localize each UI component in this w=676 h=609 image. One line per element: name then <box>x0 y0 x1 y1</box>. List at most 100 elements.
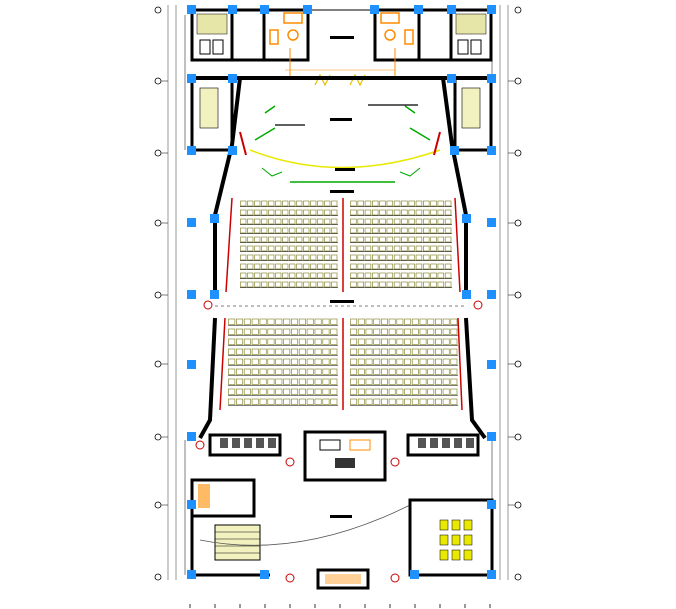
right-booth-row <box>406 433 480 457</box>
seat <box>404 398 412 405</box>
seat <box>357 368 365 375</box>
column <box>487 146 496 155</box>
seat <box>254 272 261 279</box>
seat <box>357 358 365 365</box>
seat <box>423 218 430 225</box>
seat <box>450 328 458 335</box>
seat <box>404 358 412 365</box>
seat <box>331 263 338 270</box>
booth-unit <box>220 438 228 448</box>
seat <box>444 209 452 216</box>
seat <box>275 398 283 405</box>
seat <box>437 254 445 261</box>
booth-unit <box>268 438 276 448</box>
seat <box>365 348 373 355</box>
seat <box>365 388 373 395</box>
lower-left-room <box>190 478 256 518</box>
column <box>210 214 219 223</box>
seat <box>310 245 317 252</box>
columns <box>187 5 496 579</box>
seat <box>423 272 430 279</box>
seat <box>423 236 430 243</box>
seat <box>247 218 254 225</box>
seat <box>310 200 317 207</box>
seat <box>411 348 419 355</box>
seat <box>296 236 303 243</box>
seat <box>282 200 289 207</box>
seat <box>282 236 289 243</box>
seat <box>411 368 419 375</box>
seat <box>419 368 427 375</box>
seat <box>430 236 437 243</box>
seat <box>322 338 330 345</box>
seat <box>396 318 404 325</box>
seat <box>324 281 331 288</box>
bottom-block <box>190 430 494 590</box>
seat <box>331 200 338 207</box>
seat <box>240 200 247 207</box>
top-left-toilet-stall <box>212 39 224 55</box>
seat <box>259 368 267 375</box>
seat <box>240 218 247 225</box>
seat <box>267 358 275 365</box>
seat <box>282 263 289 270</box>
seat <box>444 272 452 279</box>
grid-leaders <box>161 80 515 506</box>
seat <box>247 209 254 216</box>
seat <box>282 281 289 288</box>
seat <box>357 388 365 395</box>
seat <box>435 338 442 345</box>
seat <box>317 263 324 270</box>
seat <box>388 328 396 335</box>
seat <box>254 227 261 234</box>
aisle-right-upper <box>454 197 461 293</box>
seat <box>411 378 419 385</box>
grid-bubble <box>514 360 522 368</box>
seat <box>291 348 299 355</box>
seat <box>437 227 445 234</box>
column <box>487 432 496 441</box>
grid-bubble <box>514 501 522 509</box>
lobby-curve <box>199 504 411 546</box>
seat <box>251 338 259 345</box>
seat <box>404 328 412 335</box>
seat <box>444 200 452 207</box>
seat <box>324 263 331 270</box>
seat <box>396 368 404 375</box>
column <box>187 5 196 14</box>
seat <box>240 263 247 270</box>
seat <box>324 272 331 279</box>
seat <box>411 388 419 395</box>
seat <box>435 348 442 355</box>
seat <box>228 348 236 355</box>
seat <box>450 358 458 365</box>
seat <box>450 388 458 395</box>
seat <box>423 200 430 207</box>
seat <box>350 328 358 335</box>
seat <box>291 358 299 365</box>
seat <box>404 338 412 345</box>
seat <box>259 378 267 385</box>
seat <box>357 318 365 325</box>
seat <box>396 388 404 395</box>
seat <box>393 227 401 234</box>
seat <box>331 272 338 279</box>
seat <box>314 378 322 385</box>
seat <box>386 272 394 279</box>
seat <box>373 358 381 365</box>
grid-bubble <box>514 77 522 85</box>
seat <box>427 368 435 375</box>
seat <box>267 398 275 405</box>
seat <box>381 368 388 375</box>
door-marker <box>390 457 400 467</box>
seat <box>379 263 386 270</box>
seat <box>442 368 450 375</box>
seat <box>450 398 458 405</box>
seat <box>251 378 259 385</box>
seat <box>373 368 381 375</box>
seat <box>283 348 291 355</box>
seat <box>275 245 282 252</box>
seat <box>303 227 310 234</box>
cross-aisle <box>215 300 466 307</box>
seat <box>283 328 291 335</box>
